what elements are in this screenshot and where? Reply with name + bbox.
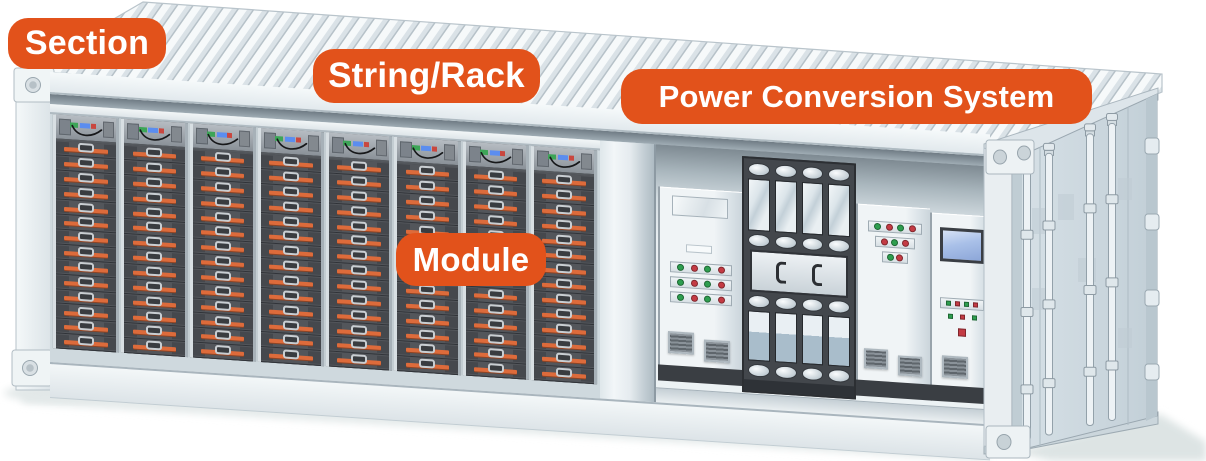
lock-rod	[1086, 133, 1094, 427]
container-interior	[50, 94, 990, 425]
lock-rod	[1108, 122, 1116, 421]
lock-rod-bracket	[1105, 360, 1119, 371]
lock-rod-cap	[1043, 142, 1055, 151]
bms-controller	[56, 114, 117, 145]
bms-controller	[465, 141, 526, 172]
lock-rod-bracket	[1083, 285, 1097, 296]
battery-section	[50, 104, 600, 399]
battery-rack	[189, 123, 256, 362]
lock-rod-cap	[1084, 123, 1096, 132]
bms-cable	[412, 147, 444, 159]
battery-rack	[462, 141, 529, 380]
lock-rod-bracket	[1042, 220, 1056, 231]
label-module: Module	[396, 233, 546, 286]
bms-controller	[260, 127, 321, 158]
right-top-casting-hole	[993, 149, 1007, 165]
lock-rod	[1045, 152, 1053, 436]
door-hinge	[1144, 289, 1160, 307]
door-hinge	[1144, 213, 1160, 231]
bms-cable	[207, 134, 239, 146]
bms-cable	[139, 129, 171, 141]
lock-rod-bracket	[1042, 299, 1056, 310]
lock-rod-bracket	[1105, 194, 1119, 205]
left-top-casting-hole-inner	[29, 81, 37, 89]
door-hinge	[1144, 137, 1160, 155]
lock-rod-bracket	[1105, 277, 1119, 288]
lock-rod-bracket	[1020, 307, 1034, 318]
battery-rack	[121, 118, 188, 358]
battery-rack	[394, 136, 461, 376]
bms-cable	[344, 143, 376, 155]
door-lock-rods	[1020, 112, 1119, 441]
right-top-casting-hole	[1017, 145, 1031, 161]
label-section: Section	[8, 18, 166, 69]
lock-rod-bracket	[1020, 384, 1034, 395]
bms-controller	[192, 123, 253, 154]
battery-rack	[53, 114, 120, 353]
end-door-right-edge	[1146, 94, 1157, 421]
battery-rack-row	[52, 114, 598, 385]
bms-controller	[124, 118, 185, 149]
bms-cable	[480, 152, 512, 164]
lock-rod	[1023, 163, 1031, 441]
label-string-rack: String/Rack	[313, 49, 540, 103]
door-hinge	[1144, 363, 1160, 381]
label-power-conversion-system: Power Conversion System	[621, 69, 1092, 124]
battery-rack	[326, 132, 393, 371]
lock-rod-bracket	[1083, 366, 1097, 377]
bms-cable	[549, 156, 580, 168]
bms-cable	[276, 138, 307, 150]
lock-rod-bracket	[1083, 203, 1097, 214]
lock-rod-bracket	[1020, 229, 1034, 240]
lock-rod-bracket	[1042, 378, 1056, 389]
door-hinges	[1144, 137, 1160, 381]
right-corner-post	[983, 147, 1013, 453]
end-door-left-shade	[1012, 156, 1022, 452]
container-front-opening	[50, 72, 990, 461]
bms-controller	[329, 132, 390, 163]
bms-controller	[533, 146, 594, 177]
ground-shadow-right	[1012, 414, 1206, 461]
battery-rack	[530, 145, 597, 385]
bms-controller	[397, 137, 458, 168]
left-bottom-casting-hole-inner	[26, 364, 34, 372]
bms-cable	[71, 124, 103, 137]
lock-rod-cap	[1106, 112, 1118, 121]
battery-rack	[257, 127, 324, 367]
left-corner-post	[15, 69, 53, 391]
right-bottom-casting-hole	[996, 434, 1012, 450]
